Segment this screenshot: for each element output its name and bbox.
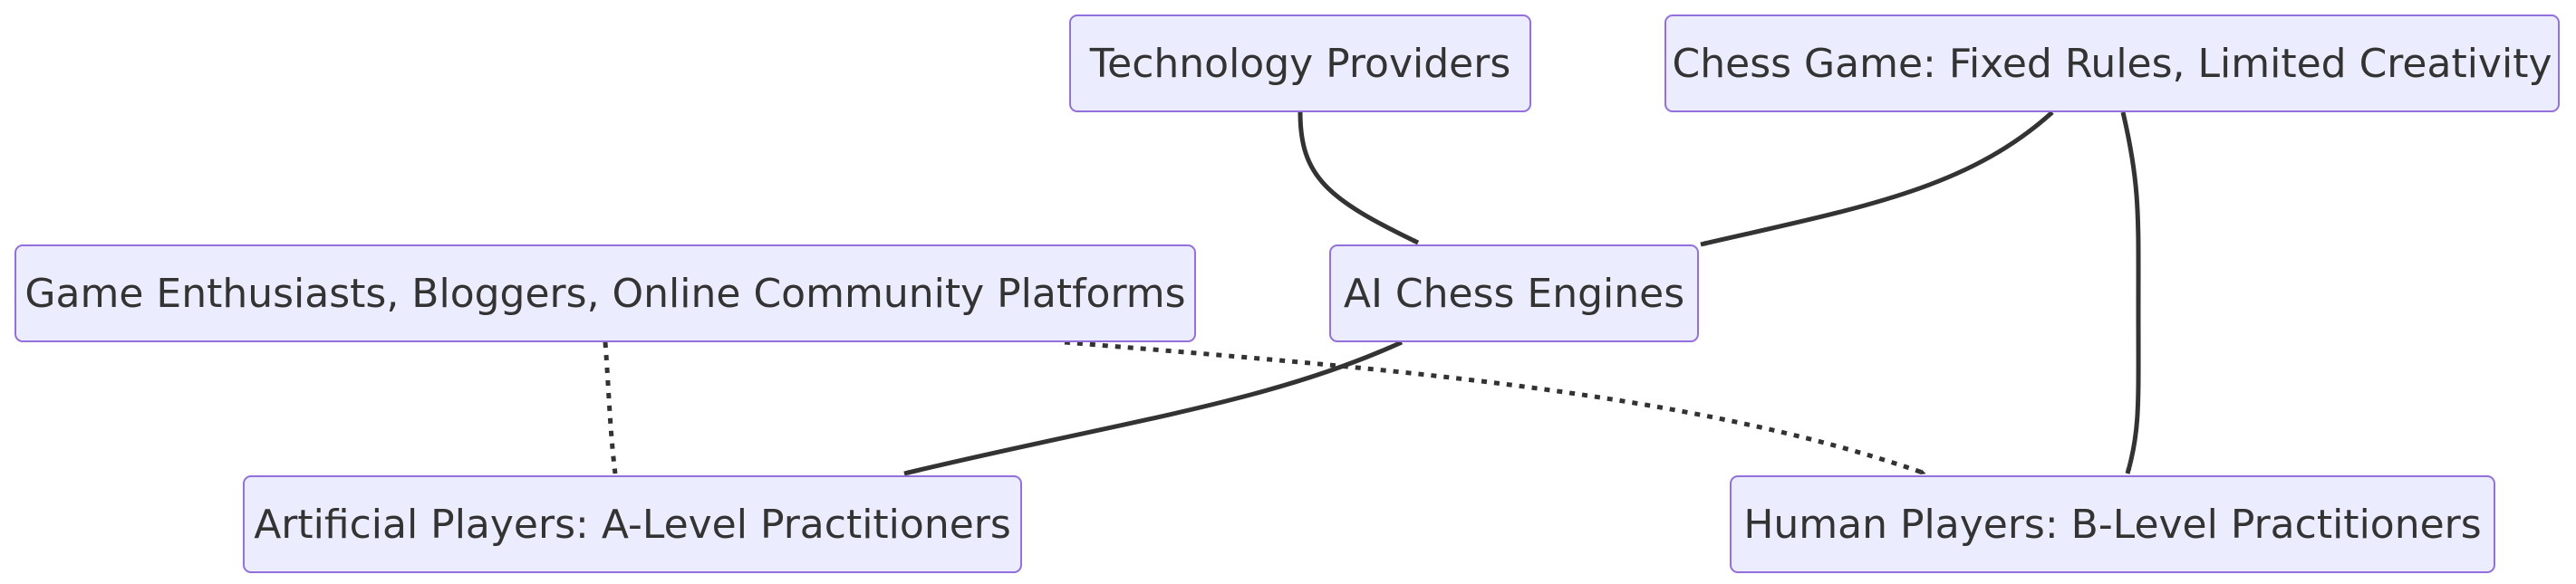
node-label: Chess Game: Fixed Rules, Limited Creativ…	[1672, 40, 2552, 87]
node-technology-providers: Technology Providers	[1069, 14, 1531, 112]
node-human-players: Human Players: B-Level Practitioners	[1730, 475, 2495, 573]
node-label: AI Chess Engines	[1343, 270, 1685, 317]
node-label: Artificial Players: A-Level Practitioner…	[254, 501, 1011, 548]
edge-chess-to-human	[2120, 111, 2141, 474]
node-game-enthusiasts: Game Enthusiasts, Bloggers, Online Commu…	[14, 244, 1196, 342]
node-label: Technology Providers	[1089, 40, 1511, 87]
node-label: Human Players: B-Level Practitioners	[1743, 501, 2482, 548]
node-label: Game Enthusiasts, Bloggers, Online Commu…	[24, 270, 1186, 317]
edge-chess-to-ai	[1700, 110, 2054, 247]
edge-ai-to-art	[903, 340, 1404, 476]
node-artificial-players: Artificial Players: A-Level Practitioner…	[243, 475, 1022, 573]
edge-tech-to-ai	[1298, 111, 1420, 245]
node-chess-game: Chess Game: Fixed Rules, Limited Creativ…	[1664, 14, 2560, 112]
edge-game-to-art	[603, 341, 618, 474]
edge-game-to-human	[1064, 340, 1926, 476]
node-ai-chess-engines: AI Chess Engines	[1329, 244, 1699, 342]
